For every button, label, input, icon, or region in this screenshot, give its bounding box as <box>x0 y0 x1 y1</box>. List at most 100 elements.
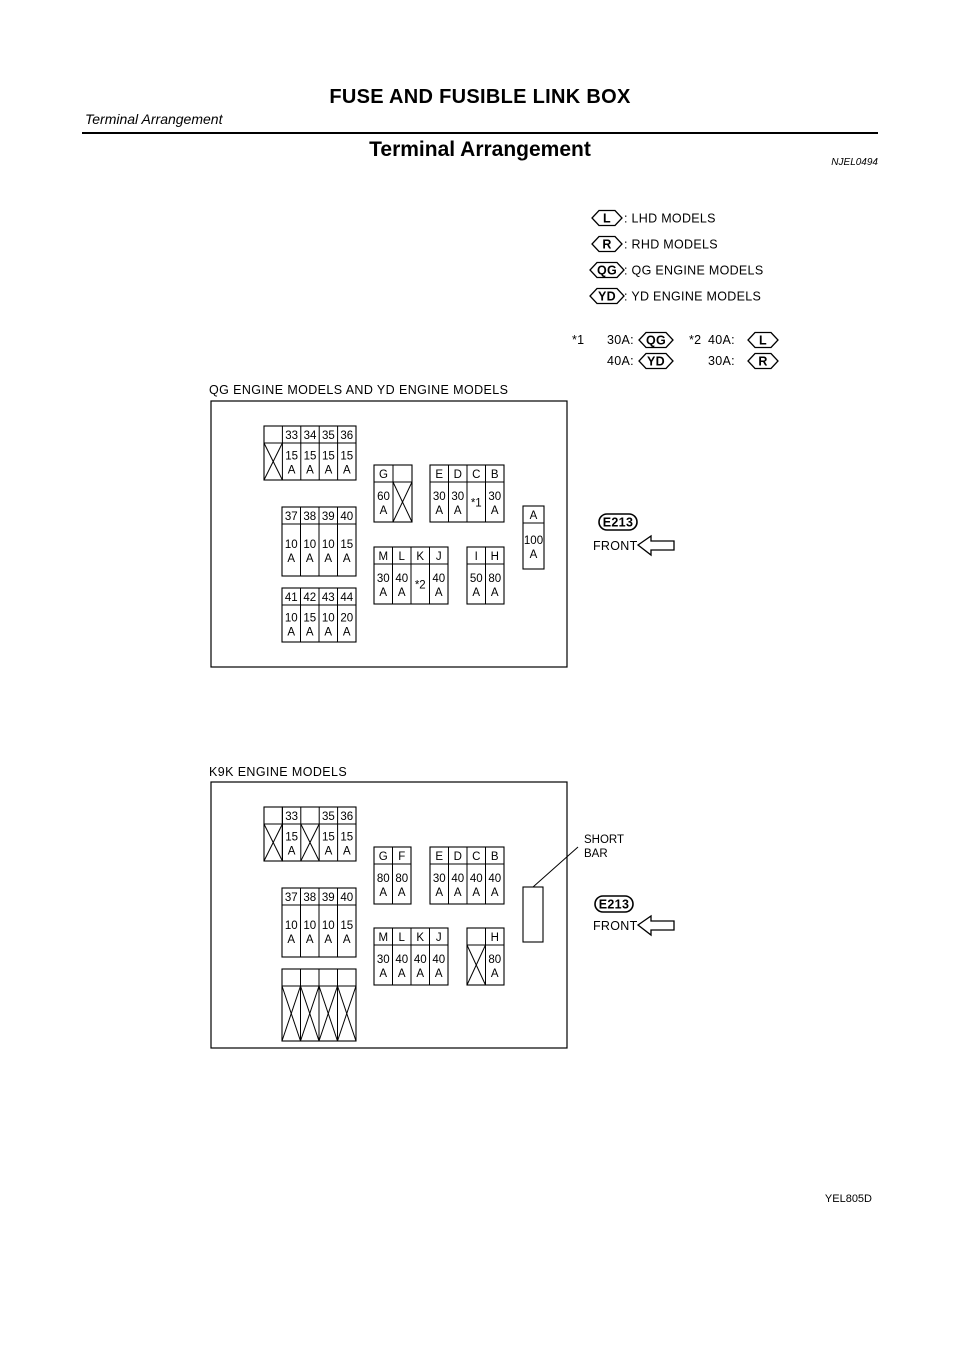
connector-badge-outline <box>598 513 638 531</box>
badge-label: L <box>603 212 611 226</box>
terminal-label: H <box>491 551 499 563</box>
badge-outline <box>638 352 674 370</box>
badge-label: QG <box>646 334 666 348</box>
terminal-label: D <box>454 851 462 863</box>
fusible-link-a-outline <box>522 505 545 570</box>
terminal-label: M <box>378 932 388 944</box>
empty-slot-mark <box>318 985 338 1042</box>
diagram1-frame <box>210 400 568 668</box>
terminal-label: B <box>491 851 499 863</box>
empty-slot-mark <box>263 442 283 481</box>
fuse-rating: *2 <box>415 580 426 592</box>
terminal-label: 42 <box>303 592 316 604</box>
legend-text: : LHD MODELS <box>624 212 716 226</box>
terminal-label: H <box>491 932 499 944</box>
badge-label: QG <box>597 264 617 278</box>
terminal-label: 40 <box>340 511 353 523</box>
terminal-label: 37 <box>285 511 298 523</box>
terminal-label: E <box>435 469 443 481</box>
legend-text: : RHD MODELS <box>624 238 718 252</box>
terminal-label: I <box>475 551 478 563</box>
terminal-label: 37 <box>285 892 298 904</box>
terminal-label: K <box>416 932 424 944</box>
legend: L : LHD MODELS R : RHD MODELS QG : QG ENGINE … <box>589 209 763 305</box>
badge-outline <box>747 352 779 370</box>
terminal-label: 35 <box>322 811 335 823</box>
diagram2-frame <box>210 781 568 1049</box>
empty-slot-mark <box>281 985 301 1042</box>
note1-qg-badge: QG <box>638 331 674 349</box>
badge-label: R <box>758 355 767 369</box>
badge-label: YD <box>647 355 665 369</box>
legend-text: : QG ENGINE MODELS <box>624 264 763 278</box>
section-code: NJEL0494 <box>831 157 878 168</box>
fuse-row-33-36-outline <box>263 425 357 481</box>
terminal-label: 38 <box>303 892 316 904</box>
terminal-label: J <box>436 932 442 944</box>
badge-outline <box>591 235 623 253</box>
legend-badge-yd: YD <box>589 287 625 305</box>
connector-badge: E213 <box>598 513 638 531</box>
note1-marker: *1 <box>572 333 584 347</box>
note1-yd-badge: YD <box>638 352 674 370</box>
front-arrow-icon <box>636 534 675 557</box>
legend-text: : YD ENGINE MODELS <box>624 290 761 304</box>
note2-40a-label: 40A: <box>708 333 735 347</box>
fuse-row-empty-slot <box>263 806 283 862</box>
fuse-rating: *1 <box>471 498 482 510</box>
legend-badge-l: L <box>591 209 623 227</box>
terminal-label: 40 <box>340 892 353 904</box>
badge-label: R <box>602 238 611 252</box>
terminal-label: F <box>398 851 405 863</box>
note2-30a-label: 30A: <box>708 354 735 368</box>
front-arrow-icon <box>636 914 675 937</box>
badge-outline <box>589 261 625 279</box>
front-label: FRONT <box>593 919 638 933</box>
note2-l-badge: L <box>747 331 779 349</box>
terminal-label: C <box>472 469 480 481</box>
short-bar <box>522 886 544 943</box>
terminal-label: C <box>472 851 480 863</box>
empty-slot-mark <box>466 944 486 986</box>
terminal-label: 36 <box>340 430 353 442</box>
connector-label: E213 <box>599 898 629 912</box>
empty-slot-outline <box>263 806 283 862</box>
connector-label: E213 <box>603 516 633 530</box>
terminal-label: J <box>436 551 442 563</box>
legend-badge-qg: QG <box>589 261 625 279</box>
terminal-label: G <box>379 851 388 863</box>
note2-marker: *2 <box>689 333 701 347</box>
